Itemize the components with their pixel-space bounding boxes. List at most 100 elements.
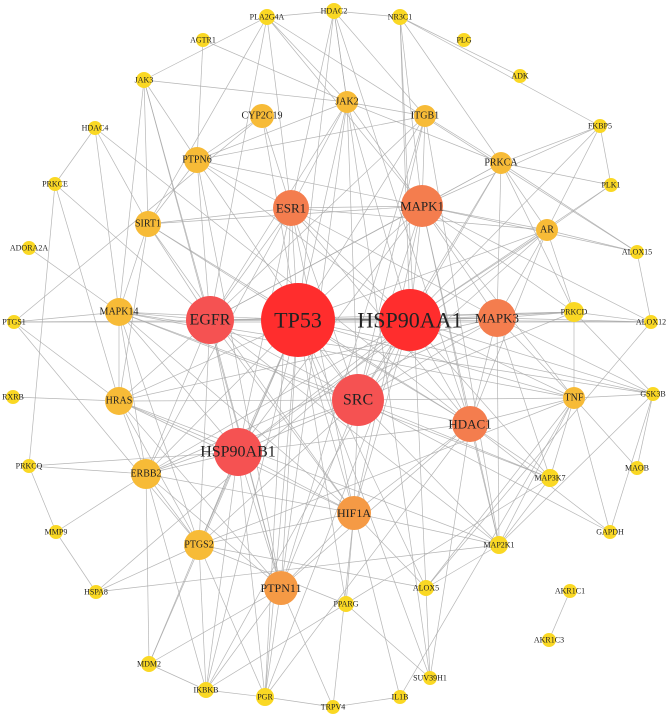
edge-ERBB2-PRKCQ: [28, 465, 147, 475]
node-EGFR: EGFR: [186, 296, 234, 344]
node-ERBB2: ERBB2: [130, 459, 162, 489]
node-label-PRKCA: PRKCA: [484, 158, 518, 169]
node-circle-PRKCE: [48, 177, 62, 191]
edge-PTPN6-AGTR1: [196, 39, 204, 161]
node-circle-PLG: [457, 33, 471, 47]
edge-PTPN11-ITGB1: [280, 115, 426, 589]
edge-SRC-GAPDH: [357, 399, 611, 533]
node-PPARG: PPARG: [333, 596, 359, 612]
node-circle-HRAS: [105, 387, 133, 415]
node-label-MAPK14: MAPK14: [100, 307, 139, 318]
edge-ERBB2-MDM2: [145, 473, 150, 665]
edge-JAK3-MAPK14: [118, 79, 145, 313]
edge-PLA2G4A-HDAC2: [266, 10, 335, 18]
node-label-PTGS2: PTGS2: [184, 540, 213, 551]
node-GAPDH: GAPDH: [596, 525, 624, 539]
edge-ERBB2-IKBKB: [145, 473, 207, 691]
node-label-JAK2: JAK2: [335, 97, 358, 108]
node-JAK2: JAK2: [335, 91, 359, 113]
node-circle-AGTR1: [196, 33, 210, 47]
node-circle-EGFR: [186, 296, 234, 344]
node-circle-ALOX5: [418, 580, 434, 596]
edge-TP53-MDM2: [148, 319, 299, 665]
node-ITGB1: ITGB1: [411, 105, 439, 127]
edge-HSP90AB1-HDAC1: [237, 423, 471, 453]
node-MAPK3: MAPK3: [475, 299, 519, 337]
edge-ALOX5-ALOX12: [425, 321, 652, 589]
node-circle-HSPA8: [89, 585, 103, 599]
node-circle-PTGS1: [7, 315, 21, 329]
node-circle-PTPN11: [264, 571, 298, 605]
node-circle-TP53: [261, 283, 335, 357]
edge-MAPK14-ADORA2A: [28, 247, 120, 313]
node-label-JAK3: JAK3: [135, 76, 154, 85]
node-circle-MAP2K1: [490, 536, 508, 554]
node-label-IL1B: IL1B: [392, 693, 409, 702]
node-circle-ADORA2A: [22, 241, 36, 255]
edge-EGFR-ITGB1: [209, 115, 426, 321]
node-label-MAP2K1: MAP2K1: [483, 541, 514, 550]
node-circle-HSP90AA1: [379, 289, 441, 351]
node-PTGS1: PTGS1: [2, 315, 26, 329]
node-circle-TNF: [563, 387, 585, 409]
node-circle-HSP90AB1: [214, 428, 262, 476]
node-label-PPARG: PPARG: [333, 600, 358, 609]
node-TP53: TP53: [261, 283, 335, 357]
node-label-PRKCQ: PRKCQ: [16, 462, 43, 471]
node-HDAC2: HDAC2: [321, 3, 347, 19]
node-ALOX12: ALOX12: [636, 315, 666, 329]
edge-MAP2K1-HSPA8: [95, 544, 500, 593]
edge-HIF1A-SIRT1: [147, 223, 355, 514]
edge-PTGS2-PTGS1: [13, 321, 200, 546]
edge-HRAS-PRKCE: [54, 183, 120, 402]
node-circle-ESR1: [273, 190, 309, 226]
node-circle-ALOX12: [644, 315, 658, 329]
edge-PTGS2-PGR: [198, 544, 266, 698]
edge-SRC-MAPK3: [357, 317, 498, 401]
edge-HRAS-PTGS1: [13, 321, 120, 402]
edge-HSP90AA1-ERBB2: [145, 319, 411, 475]
edge-HSP90AB1-PRKCQ: [28, 451, 239, 467]
node-circle-PRKCD: [564, 302, 584, 322]
edge-MAPK1-ALOX12: [421, 205, 652, 323]
node-circle-ITGB1: [414, 105, 436, 127]
node-label-SIRT1: SIRT1: [135, 219, 161, 230]
node-MMP9: MMP9: [45, 525, 67, 539]
node-circle-PLK1: [604, 178, 618, 192]
edge-AR-FKBP5: [546, 125, 601, 231]
edge-ERBB2-MAPK14: [118, 311, 147, 475]
node-label-PRKCD: PRKCD: [561, 308, 588, 317]
edge-ERBB2-MMP9: [55, 473, 147, 533]
node-label-TP53: TP53: [274, 308, 322, 333]
edge-MAP3K7-IKBKB: [205, 477, 551, 691]
node-label-TNF: TNF: [565, 393, 584, 404]
node-circle-CYP2C19: [250, 104, 274, 128]
edge-PRKCE-PRKCQ: [28, 183, 56, 467]
edge-MAP2K1-ALOX5: [425, 544, 500, 589]
node-MAPK1: MAPK1: [400, 185, 444, 227]
edge-TP53-AR: [297, 229, 548, 321]
node-RXRB: RXRB: [2, 390, 24, 404]
node-ALOX15: ALOX15: [622, 245, 652, 259]
node-JAK3: JAK3: [135, 72, 154, 88]
edge-SIRT1-PTPN6: [147, 159, 198, 225]
edge-PRKCA-ALOX15: [500, 162, 638, 253]
node-label-PLK1: PLK1: [601, 181, 620, 190]
node-label-AKR1C1: AKR1C1: [555, 587, 585, 596]
node-PRKCE: PRKCE: [42, 177, 68, 191]
node-SIRT1: SIRT1: [135, 211, 161, 237]
edge-MAPK14-PTGS1: [13, 311, 120, 323]
node-PRKCQ: PRKCQ: [16, 459, 43, 473]
node-ADORA2A: ADORA2A: [10, 241, 48, 255]
edge-SRC-PRKCA: [357, 162, 502, 401]
node-circle-MDM2: [141, 656, 157, 672]
edge-MAPK3-PRKCA: [496, 162, 502, 319]
node-label-AKR1C3: AKR1C3: [534, 636, 564, 645]
node-label-MDM2: MDM2: [137, 660, 161, 669]
edge-PTPN11-IKBKB: [205, 587, 282, 691]
node-label-ADK: ADK: [511, 72, 529, 81]
node-TNF: TNF: [563, 387, 585, 409]
node-MAP2K1: MAP2K1: [483, 536, 515, 554]
edge-PTPN11-HRAS: [118, 400, 282, 589]
